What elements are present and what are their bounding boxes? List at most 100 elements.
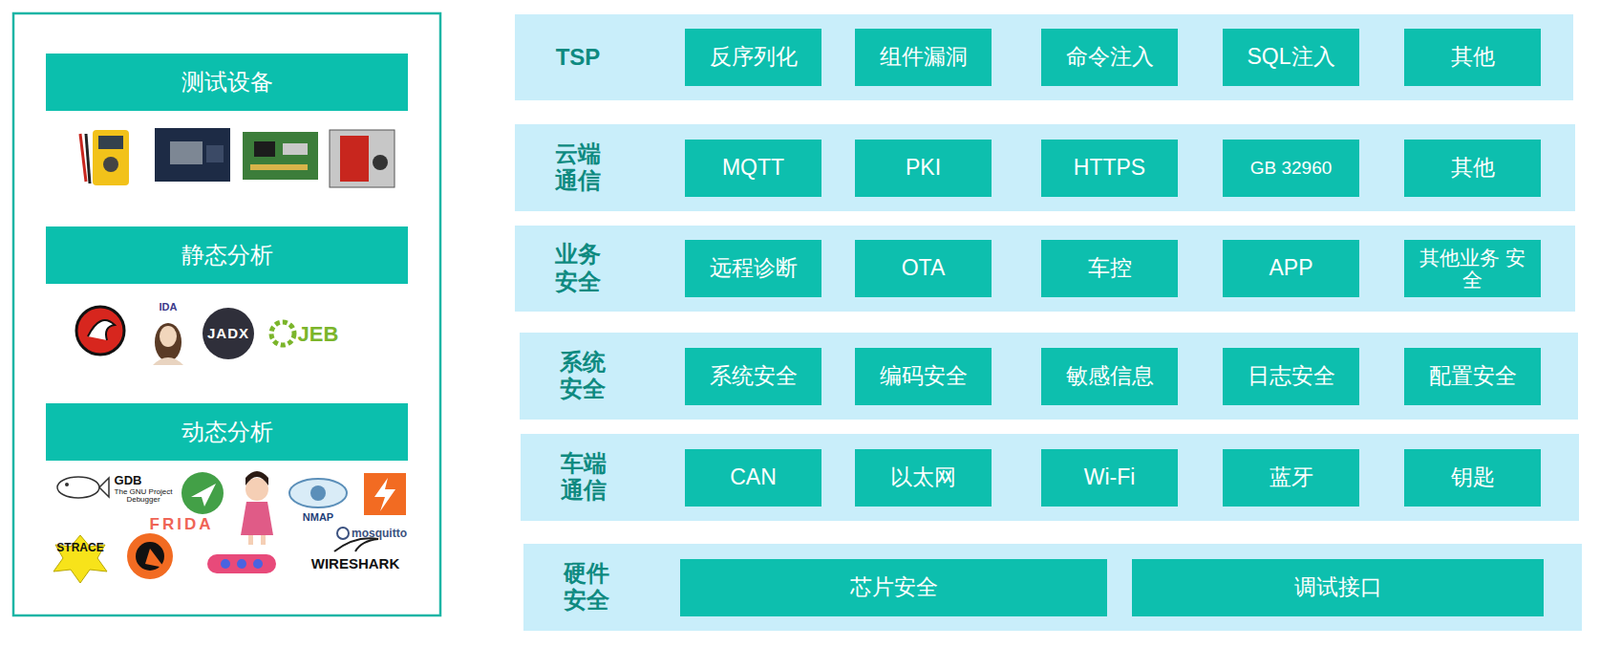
item-box: 钥匙 — [1404, 448, 1541, 507]
layer-label: 系统 安全 — [548, 348, 618, 405]
jadx-icon — [202, 307, 255, 360]
section-header: 静态分析 — [45, 226, 408, 284]
nmap-eye-icon — [289, 478, 347, 508]
item-box: MQTT — [684, 139, 822, 197]
header-text: 静态分析 — [181, 239, 274, 271]
mosquitto-icon — [337, 527, 349, 539]
layer-band: 云端 通信 MQTT PKI HTTPS GB 32960 其他 — [514, 124, 1576, 212]
layer-label: TSP — [543, 43, 613, 72]
layer-label: 硬件 安全 — [552, 559, 621, 616]
item-label: SQL注入 — [1246, 44, 1335, 69]
item-label: 芯片安全 — [850, 575, 939, 599]
item-label: MQTT — [722, 155, 785, 180]
layer-label: 云端 通信 — [543, 140, 613, 196]
tool-logo-text: JADX — [207, 325, 250, 342]
strace-icon — [53, 534, 107, 583]
item-box: 日志安全 — [1222, 347, 1360, 406]
item-label: 敏感信息 — [1066, 363, 1154, 388]
item-box: 芯片安全 — [680, 558, 1108, 617]
hardware-tool-icon — [329, 129, 395, 188]
item-label: 其他 — [1450, 44, 1495, 69]
item-box: 其他 — [1404, 139, 1541, 197]
item-box: 以太网 — [854, 448, 992, 507]
item-label: GB 32960 — [1250, 158, 1333, 179]
item-box: OTA — [854, 239, 992, 298]
item-label: HTTPS — [1073, 155, 1146, 180]
item-box: PKI — [854, 139, 992, 197]
layer-label: 业务 安全 — [543, 240, 613, 297]
item-box: 其他 — [1404, 28, 1541, 86]
tool-logo-text: NMAP — [302, 512, 334, 524]
jeb-gear-icon — [271, 321, 295, 345]
pcb-icon — [242, 131, 319, 180]
item-box: 命令注入 — [1041, 28, 1178, 86]
tool-logo-text: STRACE — [56, 541, 104, 555]
item-box: 其他业务 安全 — [1404, 239, 1541, 298]
item-box: 调试接口 — [1131, 558, 1544, 617]
item-label: 反序列化 — [709, 44, 798, 69]
item-box: 车控 — [1041, 239, 1178, 298]
item-box: SQL注入 — [1222, 28, 1360, 86]
item-label: 远程诊断 — [709, 256, 798, 280]
item-label: PKI — [905, 155, 941, 180]
debugger-board-icon — [154, 128, 231, 182]
item-box: 系统安全 — [684, 347, 822, 406]
item-box: GB 32960 — [1222, 139, 1360, 197]
wireshark-fin-icon — [334, 537, 379, 552]
tool-logo-text: The GNU Project Debugger — [109, 488, 177, 505]
tool-logo-text: mosquitto — [351, 527, 407, 540]
gdb-fish-icon — [57, 476, 109, 498]
item-box: HTTPS — [1041, 139, 1178, 197]
layer-band: 车端 通信 CAN 以太网 Wi-Fi 蓝牙 钥匙 — [520, 433, 1579, 521]
item-label: 编码安全 — [879, 363, 968, 388]
layer-band: 硬件 安全 芯片安全 调试接口 — [523, 543, 1582, 631]
layer-label: 车端 通信 — [549, 449, 619, 506]
layer-band: 系统 安全 系统安全 编码安全 敏感信息 日志安全 配置安全 — [519, 332, 1579, 420]
section-header: 测试设备 — [45, 53, 408, 111]
boo-figure-icon — [240, 470, 274, 545]
item-label: 命令注入 — [1066, 44, 1154, 69]
item-box: 敏感信息 — [1041, 347, 1178, 406]
item-box: 反序列化 — [684, 28, 822, 86]
item-label: Wi-Fi — [1084, 465, 1136, 490]
multimeter-icon — [80, 129, 129, 186]
item-label: APP — [1268, 256, 1313, 280]
tool-logo-text: FRIDA — [149, 515, 214, 534]
item-label: 车控 — [1088, 256, 1132, 280]
tool-logo-text: IDA — [159, 301, 178, 314]
item-label: 以太网 — [890, 465, 957, 490]
item-label: 系统安全 — [709, 363, 798, 388]
item-label: 其他业务 安全 — [1409, 246, 1536, 291]
layer-band: TSP 反序列化 组件漏洞 命令注入 SQL注入 其他 — [514, 14, 1574, 101]
item-label: 其他 — [1450, 155, 1495, 180]
item-label: 钥匙 — [1450, 465, 1495, 490]
frida-icon — [181, 471, 224, 514]
section-header: 动态分析 — [45, 403, 408, 461]
item-box: APP — [1222, 239, 1360, 298]
header-text: 测试设备 — [181, 66, 274, 98]
item-label: 蓝牙 — [1269, 465, 1314, 490]
tool-logo-text: JEB — [298, 322, 340, 345]
radare-icon — [76, 306, 125, 355]
item-box: 编码安全 — [854, 347, 992, 406]
item-box: CAN — [684, 448, 822, 507]
tool-logo-text: GDB — [114, 473, 143, 488]
item-label: OTA — [901, 256, 946, 280]
tool-logo-text: WIRESHARK — [311, 555, 401, 572]
burp-icon — [363, 472, 406, 515]
item-label: CAN — [729, 465, 777, 490]
item-box: 蓝牙 — [1222, 448, 1360, 507]
panel-outline — [13, 13, 441, 616]
header-text: 动态分析 — [181, 416, 274, 448]
pill-icon — [207, 554, 277, 574]
item-label: 组件漏洞 — [879, 44, 968, 69]
ida-portrait-icon — [152, 322, 184, 365]
item-box: 组件漏洞 — [854, 28, 992, 86]
qemu-icon — [127, 533, 173, 579]
item-label: 调试接口 — [1294, 575, 1383, 599]
item-label: 配置安全 — [1429, 363, 1517, 388]
item-label: 日志安全 — [1247, 363, 1336, 388]
layer-band: 业务 安全 远程诊断 OTA 车控 APP 其他业务 安全 — [514, 225, 1576, 312]
item-box: 远程诊断 — [684, 239, 822, 298]
